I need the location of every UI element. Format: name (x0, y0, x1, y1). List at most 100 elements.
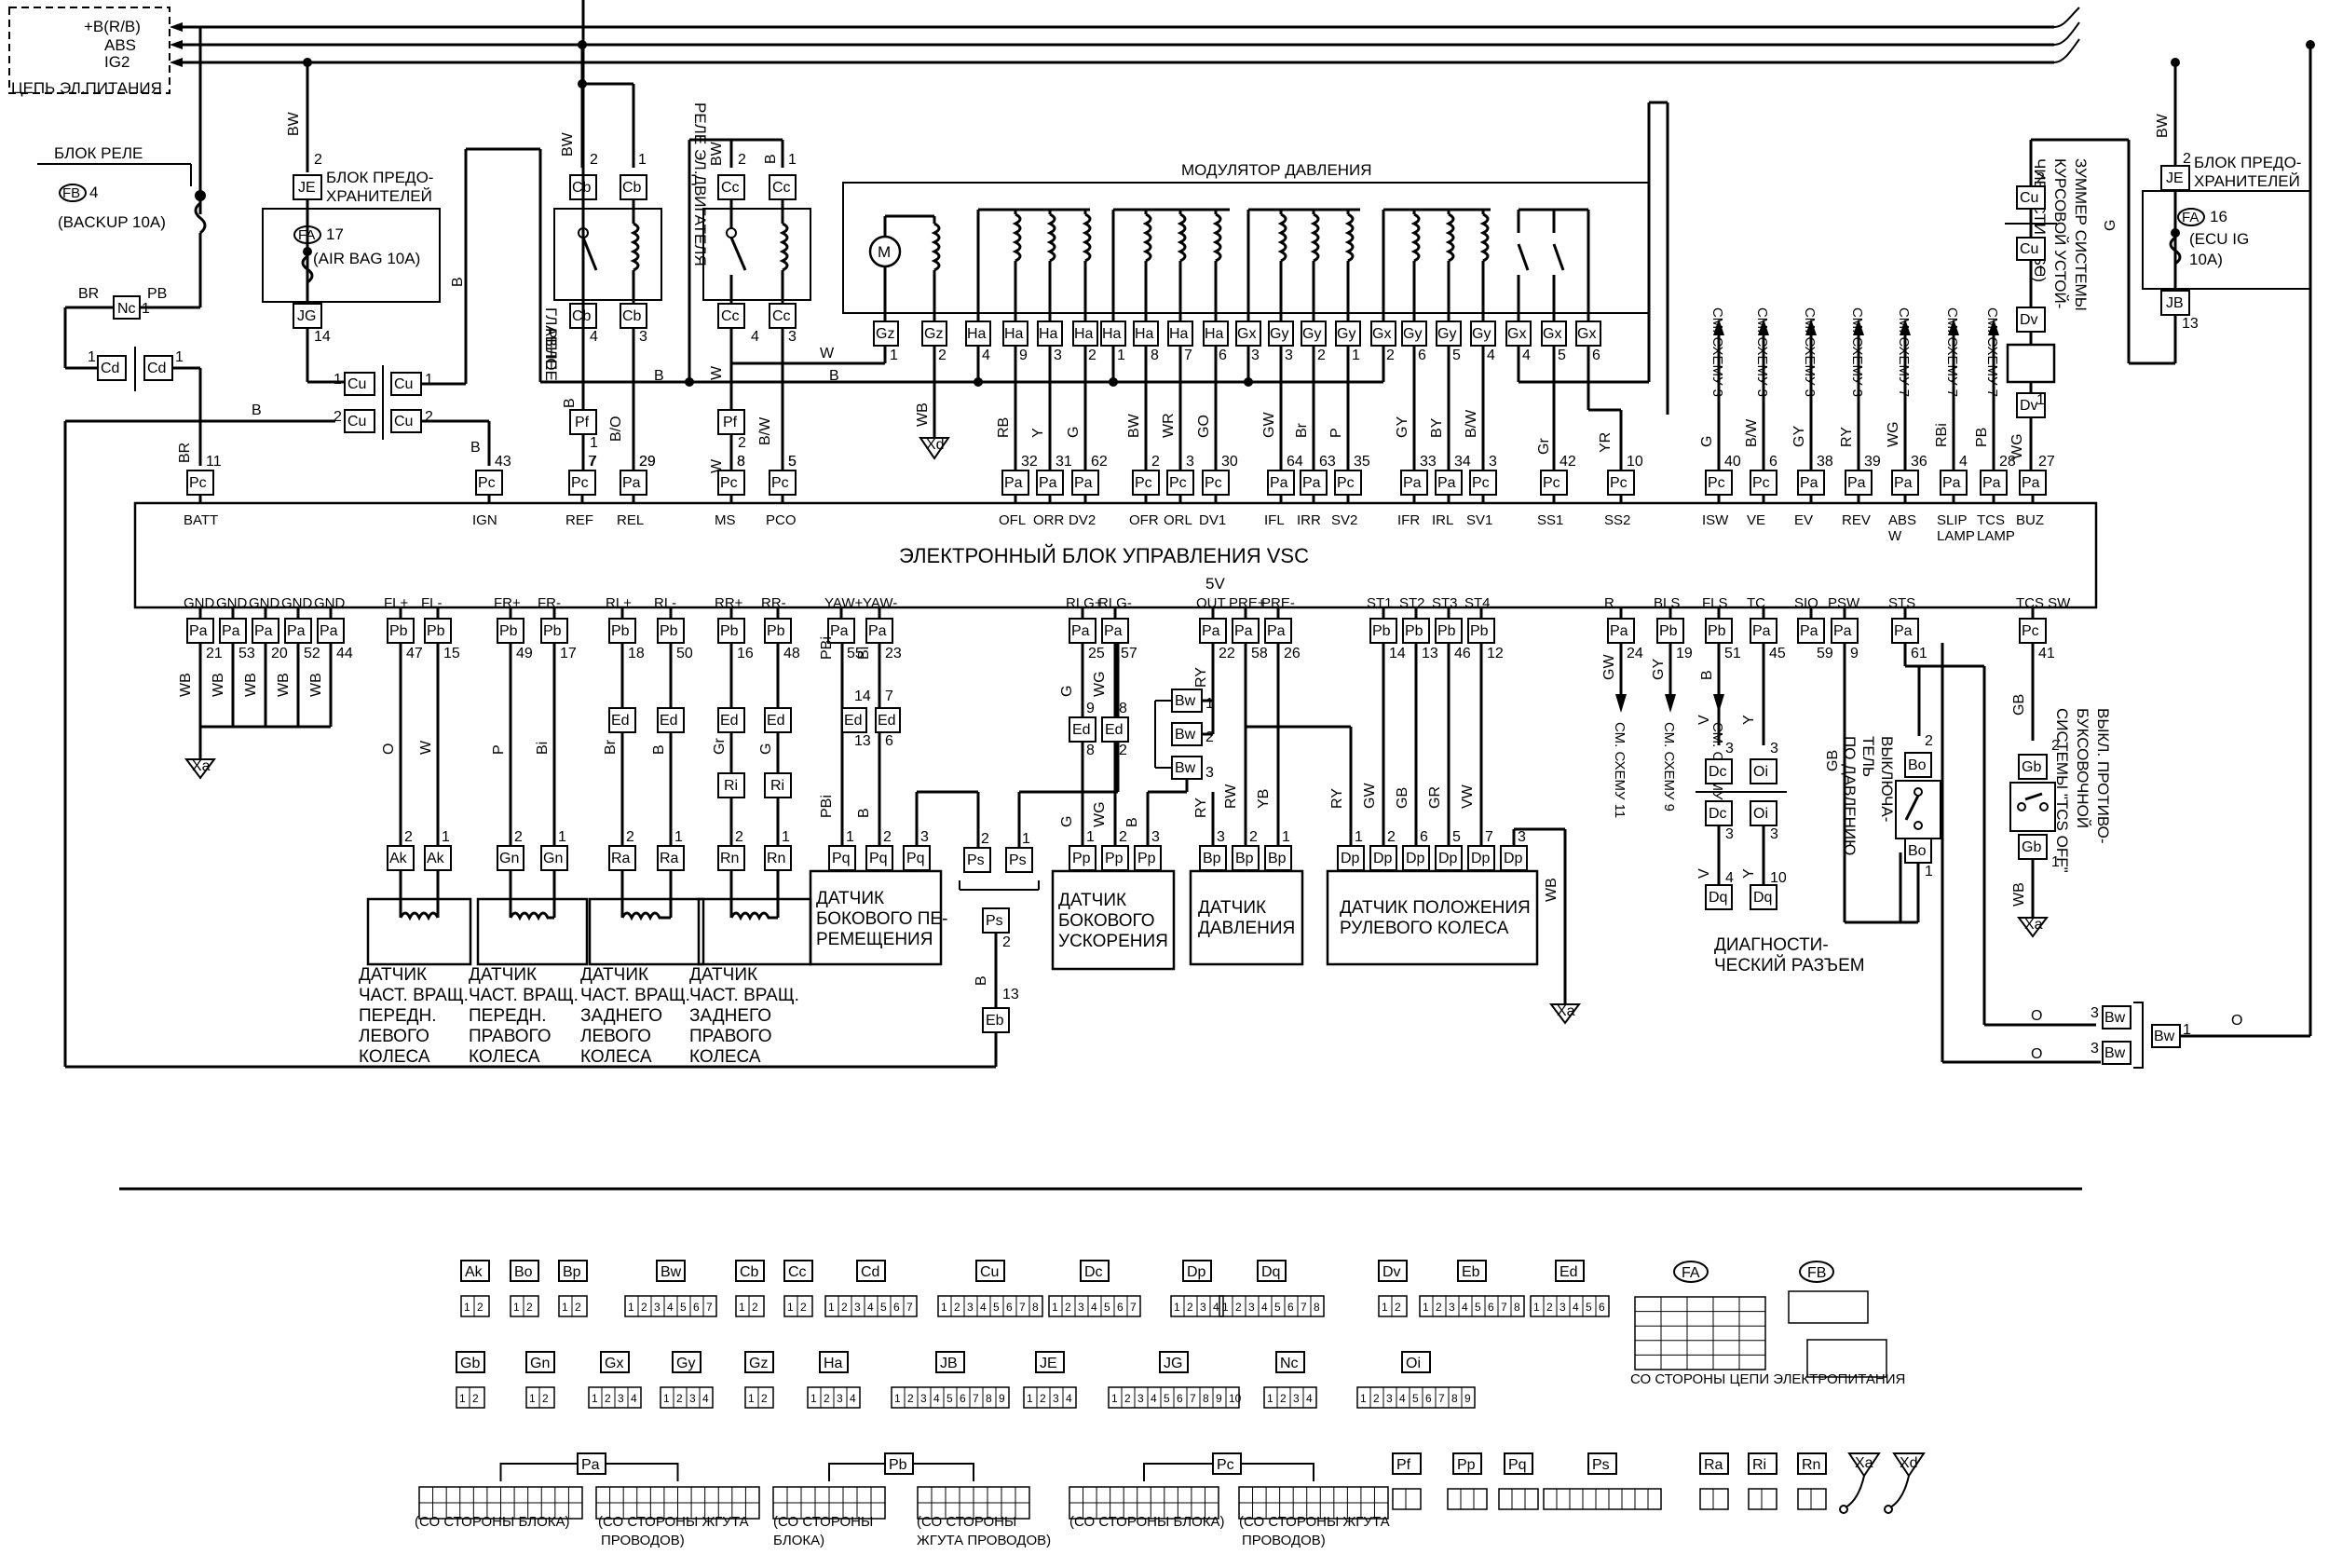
steering-sensor: ДАТЧИК ПОЛОЖЕНИЯ РУЛЕВОГО КОЛЕСА Dp Dp D… (1326, 643, 1581, 1025)
terminal-pin: 25 (1088, 646, 1105, 661)
svg-text:3: 3 (788, 329, 797, 345)
legend-item: Pc (1069, 1452, 1389, 1520)
svg-text:Ak: Ak (389, 851, 408, 866)
wire-color: Br (1294, 422, 1310, 438)
svg-text:1: 1 (846, 829, 854, 845)
bottom-ref: BСМ. СХЕМУ 7 (1699, 643, 1725, 811)
svg-text:8: 8 (1203, 1392, 1209, 1405)
terminal-conn-code: Pc (1472, 475, 1490, 491)
terminal-signal: RLG- (1098, 595, 1132, 611)
svg-text:3: 3 (1386, 1392, 1393, 1405)
svg-text:Ed: Ed (1072, 722, 1091, 738)
svg-text:4: 4 (933, 1392, 940, 1405)
svg-text:Dv: Dv (2020, 398, 2038, 414)
svg-text:ДАТЧИК: ДАТЧИК (1198, 898, 1266, 918)
svg-text:2: 2 (907, 1392, 914, 1405)
svg-text:6: 6 (1488, 1301, 1494, 1314)
svg-text:3: 3 (654, 1301, 661, 1314)
terminal-pin: 47 (406, 646, 423, 661)
svg-text:1: 1 (894, 1392, 901, 1405)
svg-text:Dp: Dp (1471, 851, 1491, 866)
svg-text:7: 7 (706, 1301, 713, 1314)
terminal-connector (1402, 618, 1430, 644)
svg-text:B: B (252, 402, 262, 418)
svg-text:1: 1 (425, 372, 433, 388)
svg-text:1: 1 (1267, 1392, 1273, 1405)
sensor-label: ЗАДНЕГО (689, 1006, 771, 1026)
legend-label: Bp (563, 1264, 581, 1280)
svg-text:8: 8 (1119, 701, 1127, 716)
svg-text:BW: BW (2155, 113, 2171, 138)
terminal-signal: SV2 (1331, 512, 1357, 528)
svg-text:5: 5 (1274, 1301, 1281, 1314)
svg-text:3: 3 (1449, 1301, 1455, 1314)
svg-text:Gb: Gb (2022, 759, 2041, 775)
legend-item: Xa (1839, 1452, 1881, 1514)
legend-captions: СО СТОРОНЫ ЦЕПИ ЭЛЕКТРОПИТАНИЯ (СО СТОРО… (415, 1371, 1905, 1548)
terminal-signal: OFL (999, 512, 1026, 528)
svg-text:1: 1 (529, 1392, 536, 1405)
terminal-pin: 4 (1959, 454, 1968, 470)
svg-text:7: 7 (1184, 348, 1192, 363)
legend-label: Pf (1396, 1457, 1411, 1473)
svg-text:ЖГУТА ПРОВОДОВ): ЖГУТА ПРОВОДОВ) (917, 1533, 1051, 1548)
terminal-conn-code: Pb (1372, 623, 1391, 639)
terminal-conn-code: Pa (1942, 475, 1961, 491)
svg-text:Ps: Ps (967, 852, 985, 868)
svg-text:БОКОВОГО ПЕ-: БОКОВОГО ПЕ- (816, 909, 947, 929)
svg-text:Y: Y (1741, 715, 1757, 725)
sensor-label: КОЛЕСА (469, 1047, 540, 1067)
svg-text:2: 2 (981, 831, 989, 847)
svg-text:13: 13 (854, 733, 871, 749)
svg-text:6: 6 (1219, 348, 1227, 363)
svg-text:4: 4 (702, 1392, 709, 1405)
svg-text:8: 8 (1032, 1301, 1039, 1314)
svg-text:1: 1 (590, 435, 598, 451)
svg-text:Gr: Gr (1536, 438, 1552, 455)
terminal-conn-code: Pa (1610, 623, 1628, 639)
svg-text:4: 4 (89, 184, 98, 201)
terminal-conn-code: Pb (611, 623, 630, 639)
svg-text:BR: BR (78, 286, 99, 302)
svg-text:3: 3 (854, 1301, 861, 1314)
svg-text:3: 3 (1078, 1301, 1084, 1314)
svg-text:2: 2 (1119, 743, 1127, 758)
svg-text:2: 2 (1317, 348, 1326, 363)
svg-text:Ed: Ed (767, 713, 785, 729)
svg-text:КУРСОВОЙ УСТОЙ-: КУРСОВОЙ УСТОЙ- (2051, 158, 2069, 308)
svg-text:Dp: Dp (1504, 851, 1523, 866)
svg-text:Bw: Bw (2104, 1045, 2126, 1061)
svg-text:3: 3 (920, 829, 929, 845)
svg-text:Gy: Gy (1403, 326, 1422, 342)
terminal-conn-code: Pc (1610, 475, 1628, 491)
legend-label: Bw (661, 1264, 682, 1280)
legend-item: Ps (1543, 1452, 1662, 1510)
svg-text:8: 8 (1151, 348, 1159, 363)
legend-label: Ps (1592, 1457, 1610, 1473)
terminal-connector (1071, 470, 1099, 496)
svg-text:6: 6 (960, 1392, 966, 1405)
terminal-pin: 39 (1864, 454, 1881, 470)
svg-text:2: 2 (575, 1301, 581, 1314)
terminal-conn-code: Pa (189, 623, 208, 639)
wire-color: BW (1126, 413, 1142, 438)
legend-label: JB (940, 1356, 958, 1371)
terminal-conn-code: Pa (1270, 475, 1288, 491)
terminal-signal: GND (184, 595, 215, 611)
terminal-pin: 61 (1911, 646, 1927, 661)
svg-text:(СО СТОРОНЫ ЖГУТА: (СО СТОРОНЫ ЖГУТА (1239, 1514, 1390, 1530)
legend-label: Ha (824, 1356, 843, 1371)
sensor-label: ПРАВОГО (689, 1027, 772, 1046)
